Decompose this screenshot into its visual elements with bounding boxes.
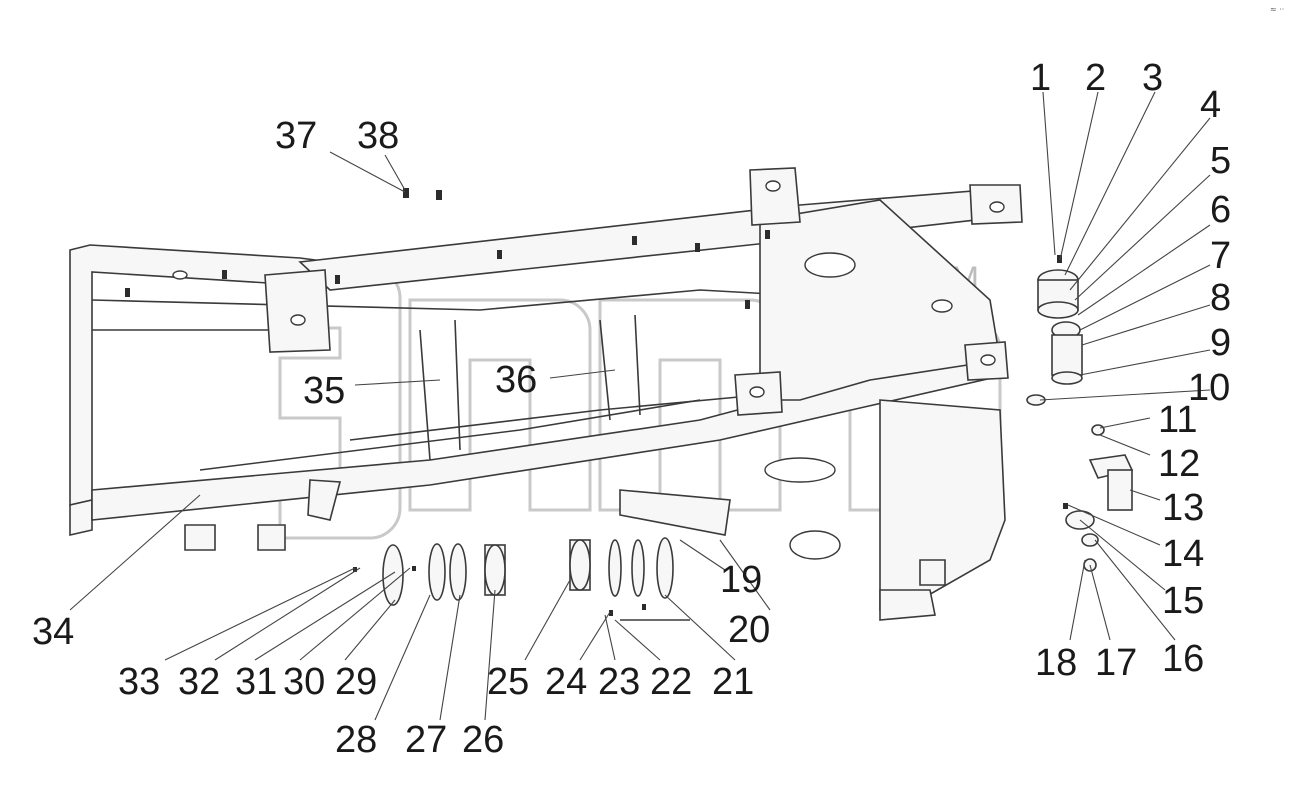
bottom-part-stack (353, 537, 690, 621)
callout-5: 5 (1210, 140, 1231, 182)
callout-29: 29 (335, 661, 377, 703)
callout-15: 15 (1162, 580, 1204, 622)
callout-7: 7 (1210, 235, 1231, 277)
callout-10: 10 (1188, 367, 1230, 409)
callout-13: 13 (1162, 487, 1204, 529)
callout-4: 4 (1200, 84, 1221, 126)
callout-12: 12 (1158, 443, 1200, 485)
callout-21: 21 (712, 661, 754, 703)
callout-27: 27 (405, 719, 447, 761)
callout-23: 23 (598, 661, 640, 703)
callout-14: 14 (1162, 533, 1204, 575)
callout-38: 38 (357, 115, 399, 157)
callout-11: 11 (1158, 399, 1197, 441)
callout-9: 9 (1210, 322, 1231, 364)
callout-3: 3 (1142, 57, 1163, 99)
callout-20: 20 (728, 609, 770, 651)
callout-35: 35 (303, 370, 345, 412)
callout-28: 28 (335, 719, 377, 761)
callout-31: 31 (235, 661, 277, 703)
main-frame (69, 167, 1023, 621)
callout-32: 32 (178, 661, 220, 703)
callout-34: 34 (32, 611, 74, 653)
callout-16: 16 (1162, 638, 1204, 680)
callout-30: 30 (283, 661, 325, 703)
callout-25: 25 (487, 661, 529, 703)
right-part-stack (1026, 255, 1134, 572)
callout-1: 1 (1030, 57, 1051, 99)
callout-6: 6 (1210, 189, 1231, 231)
corner-mark: ≈ ·· (1270, 5, 1284, 14)
callout-18: 18 (1035, 642, 1077, 684)
callout-22: 22 (650, 661, 692, 703)
callout-numbers: 1 2 3 4 5 6 7 8 9 10 11 12 13 14 15 16 1… (32, 57, 1231, 761)
callout-24: 24 (545, 661, 587, 703)
callout-19: 19 (720, 559, 762, 601)
callout-2: 2 (1085, 57, 1106, 99)
callout-26: 26 (462, 719, 504, 761)
callout-17: 17 (1095, 642, 1137, 684)
callout-36: 36 (495, 359, 537, 401)
callout-8: 8 (1210, 277, 1231, 319)
leader-lines (69, 91, 1211, 721)
callout-33: 33 (118, 661, 160, 703)
callout-37: 37 (275, 115, 317, 157)
